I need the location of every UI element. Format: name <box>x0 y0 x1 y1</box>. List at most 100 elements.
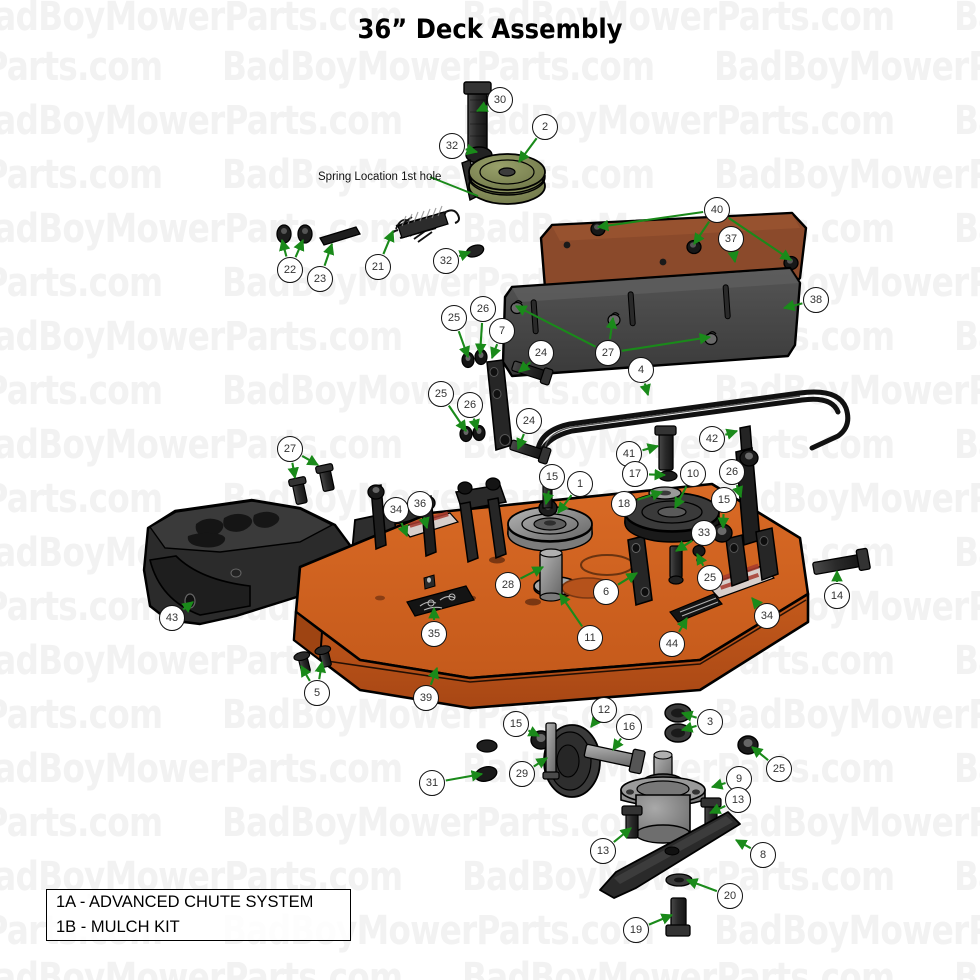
callout-balloon-28[interactable]: 28 <box>495 572 521 598</box>
callout-leader-3 <box>680 710 697 722</box>
callout-balloon-1[interactable]: 1 <box>567 471 593 497</box>
callout-leader-2 <box>518 137 538 163</box>
callout-balloon-10[interactable]: 10 <box>680 461 706 487</box>
callout-balloon-18[interactable]: 18 <box>611 491 637 517</box>
callout-leader-43 <box>181 601 194 613</box>
callout-balloon-44[interactable]: 44 <box>659 631 685 657</box>
callout-balloon-7[interactable]: 7 <box>489 318 515 344</box>
callout-balloon-25[interactable]: 25 <box>441 305 467 331</box>
callout-balloon-24[interactable]: 24 <box>516 408 542 434</box>
callout-balloon-6[interactable]: 6 <box>593 579 619 605</box>
callout-leader-9 <box>710 778 726 790</box>
callout-balloon-31[interactable]: 31 <box>419 770 445 796</box>
callout-balloon-26[interactable]: 26 <box>457 392 483 418</box>
callout-balloon-16[interactable]: 16 <box>616 714 642 740</box>
callout-leader-5b <box>314 660 327 680</box>
callout-balloon-13[interactable]: 13 <box>725 787 751 813</box>
callout-balloon-4[interactable]: 4 <box>628 357 654 383</box>
callout-balloon-33[interactable]: 33 <box>691 520 717 546</box>
callout-leader-40b <box>693 221 711 245</box>
callout-balloon-5[interactable]: 5 <box>304 680 330 706</box>
callout-leader-21 <box>382 229 395 255</box>
callout-leader-34 <box>397 522 409 538</box>
callout-balloon-11[interactable]: 11 <box>577 625 603 651</box>
part-8-mower-blade <box>599 811 741 899</box>
callout-balloon-17[interactable]: 17 <box>622 461 648 487</box>
callout-balloon-40[interactable]: 40 <box>704 197 730 223</box>
callout-balloon-12[interactable]: 12 <box>591 697 617 723</box>
callout-leader-3b <box>680 721 697 733</box>
spring-coil-body <box>397 211 449 239</box>
callout-leader-31 <box>445 770 484 782</box>
callout-leader-28 <box>519 566 545 580</box>
callout-leader-11 <box>559 593 583 628</box>
callout-balloon-14[interactable]: 14 <box>824 583 850 609</box>
callout-balloon-24[interactable]: 24 <box>528 340 554 366</box>
callout-balloon-3[interactable]: 3 <box>697 709 723 735</box>
page-title: 36” Deck Assembly <box>357 14 623 45</box>
callout-leader-15 <box>527 726 541 737</box>
callout-balloon-22[interactable]: 22 <box>277 257 303 283</box>
callout-leader-24 <box>518 360 532 373</box>
callout-balloon-26[interactable]: 26 <box>719 459 745 485</box>
callout-leader-42 <box>725 428 739 440</box>
callout-balloon-38[interactable]: 38 <box>803 287 829 313</box>
callout-balloon-42[interactable]: 42 <box>699 426 725 452</box>
legend-line-1b: 1B - MULCH KIT <box>56 917 180 936</box>
callout-balloon-30[interactable]: 30 <box>487 87 513 113</box>
part-7-idler-arm <box>486 359 513 452</box>
callout-balloon-27[interactable]: 27 <box>277 436 303 462</box>
callout-balloon-27[interactable]: 27 <box>595 340 621 366</box>
part-38-deck-shield <box>501 266 802 378</box>
callout-leader-13 <box>613 827 632 843</box>
callout-balloon-25[interactable]: 25 <box>697 565 723 591</box>
callout-balloon-20[interactable]: 20 <box>717 883 743 909</box>
callout-balloon-25[interactable]: 25 <box>428 381 454 407</box>
callout-leader-22b <box>293 238 305 258</box>
callout-balloon-37[interactable]: 37 <box>718 226 744 252</box>
callout-balloon-15[interactable]: 15 <box>711 487 737 513</box>
callout-balloon-34[interactable]: 34 <box>754 603 780 629</box>
callout-balloon-15[interactable]: 15 <box>539 464 565 490</box>
callout-leader-27b <box>605 316 618 340</box>
callout-balloon-15[interactable]: 15 <box>503 711 529 737</box>
callout-leader-25 <box>751 746 769 761</box>
callout-leader-1 <box>557 494 573 514</box>
callout-balloon-19[interactable]: 19 <box>623 917 649 943</box>
part-2-idler-pulley <box>468 153 546 205</box>
callout-leader-24 <box>516 433 528 451</box>
idler-pulley-group <box>429 81 546 205</box>
callout-balloon-8[interactable]: 8 <box>750 842 776 868</box>
callout-balloon-25[interactable]: 25 <box>766 756 792 782</box>
spring-hardware-group <box>276 205 485 258</box>
callout-leader-15 <box>542 490 554 506</box>
callout-balloon-34[interactable]: 34 <box>383 497 409 523</box>
legend-box: 1A - ADVANCED CHUTE SYSTEM 1B - MULCH KI… <box>46 889 351 941</box>
callout-leader-20 <box>685 878 718 893</box>
callout-leader-29 <box>533 757 548 769</box>
callout-balloon-13[interactable]: 13 <box>590 838 616 864</box>
callout-leader-26 <box>468 418 480 432</box>
callout-leader-6 <box>617 572 638 586</box>
spring-location-note: Spring Location 1st hole <box>318 171 442 183</box>
callout-balloon-23[interactable]: 23 <box>307 266 333 292</box>
callout-balloon-39[interactable]: 39 <box>413 685 439 711</box>
callout-balloon-21[interactable]: 21 <box>365 254 391 280</box>
callout-balloon-32[interactable]: 32 <box>439 133 465 159</box>
callout-balloon-43[interactable]: 43 <box>159 605 185 631</box>
callout-balloon-35[interactable]: 35 <box>421 621 447 647</box>
callout-leader-32 <box>465 143 479 156</box>
callout-leader-22 <box>279 238 291 257</box>
part-30-bolt <box>463 81 492 157</box>
callout-balloon-36[interactable]: 36 <box>407 491 433 517</box>
callout-balloon-2[interactable]: 2 <box>532 114 558 140</box>
callout-balloon-26[interactable]: 26 <box>470 296 496 322</box>
callout-leader-40 <box>596 210 704 232</box>
callout-leader-25 <box>696 552 708 567</box>
callout-leader-10 <box>674 485 688 510</box>
callout-leader-7 <box>490 343 502 360</box>
callout-balloon-32[interactable]: 32 <box>433 248 459 274</box>
callout-balloon-29[interactable]: 29 <box>509 761 535 787</box>
